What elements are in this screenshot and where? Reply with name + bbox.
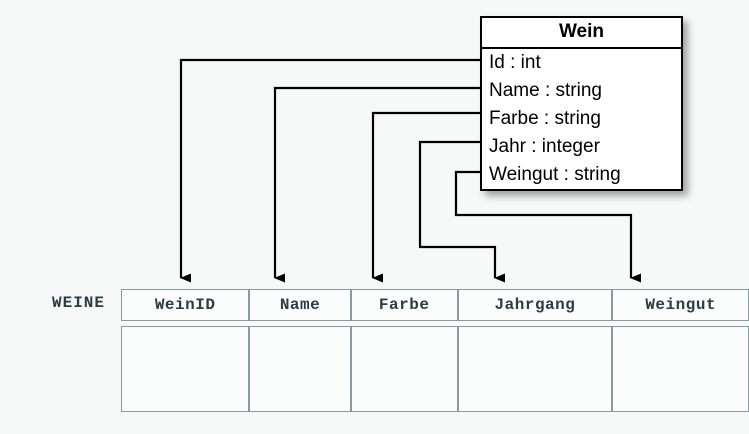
table-row [121,326,749,412]
uml-attribute-name: Name : string [489,80,602,101]
column-header-jahrgang: Jahrgang [457,289,613,321]
column-header-weingut: Weingut [612,289,749,321]
table-cell-farbe [350,326,458,412]
table-header-row: WeinID Name Farbe Jahrgang Weingut [121,289,749,321]
relational-table: WeinID Name Farbe Jahrgang Weingut [121,289,749,412]
connector-name-to-name [273,86,480,283]
table-cell-weinid [121,326,250,412]
uml-attribute-farbe: Farbe : string [489,108,601,129]
uml-class-box: Wein Id : int Name : string Farbe : stri… [480,16,683,191]
uml-attribute-jahr: Jahr : integer [489,136,600,157]
column-header-name: Name [249,289,351,321]
connector-weingut-to-weingut [454,170,641,283]
table-cell-jahrgang [457,326,613,412]
connector-id-to-weinid [179,58,480,283]
column-header-farbe: Farbe [350,289,458,321]
uml-attribute-weingut: Weingut : string [489,164,621,185]
column-header-weinid: WeinID [121,289,250,321]
relational-table-label: WEINE [52,294,106,312]
table-cell-name [249,326,351,412]
connector-farbe-to-farbe [371,111,480,283]
connector-jahr-to-jahrgang [418,140,505,283]
uml-class-attributes: Id : int Name : string Farbe : string Ja… [482,49,681,189]
uml-attribute-id: Id : int [489,52,541,73]
table-cell-weingut [612,326,749,412]
uml-class-name: Wein [482,18,681,49]
